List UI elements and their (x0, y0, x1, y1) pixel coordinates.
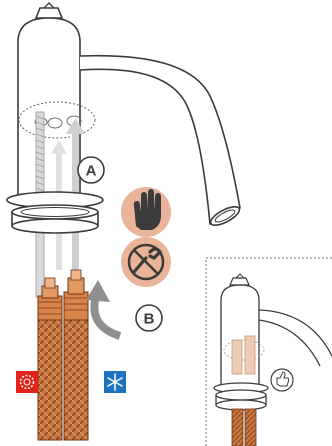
internal-cartridge-outline (18, 101, 96, 139)
inset-detail-panel (205, 257, 332, 446)
faucet-top-cap (34, 7, 64, 19)
base-mounting-ring (6, 191, 104, 234)
no-tool-icon (121, 237, 171, 287)
step-b-marker: B (135, 304, 163, 332)
cold-water-icon (104, 371, 126, 393)
spout-outlet (209, 206, 241, 226)
hose-cold (63, 317, 89, 441)
rotate-arrow-icon (86, 280, 122, 340)
faucet-spout (79, 54, 241, 226)
step-a-label: A (86, 163, 97, 180)
hand-icon (121, 187, 171, 237)
step-a-marker: A (77, 156, 105, 184)
thumbs-up-icon (270, 368, 294, 392)
hose-hot (37, 317, 63, 441)
water-hoses (37, 269, 89, 441)
faucet-main (6, 2, 241, 298)
hot-water-icon (16, 371, 38, 393)
step-b-label: B (144, 311, 155, 328)
